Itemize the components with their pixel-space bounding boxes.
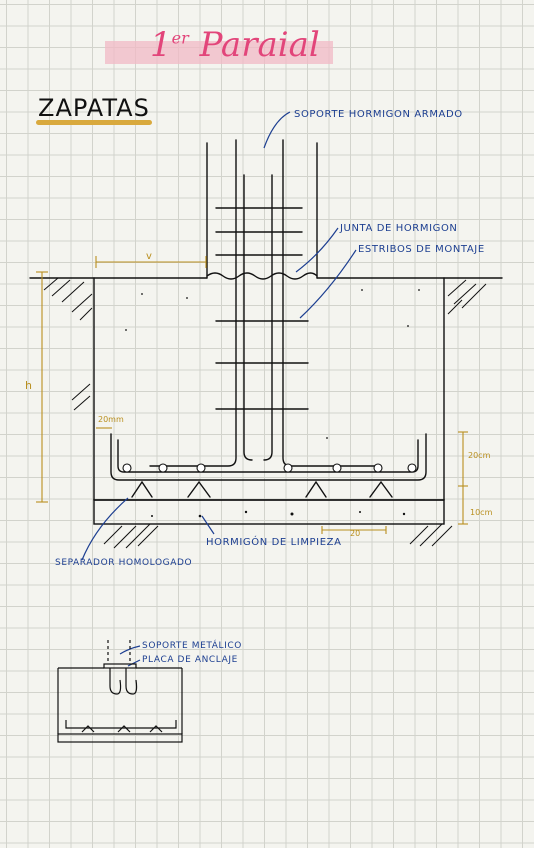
- rebar-vertical-4: [263, 174, 273, 461]
- label-junta: JUNTA DE HORMIGON: [340, 223, 458, 234]
- dim-20-label: 20: [350, 529, 361, 538]
- concrete-speckle: [125, 289, 420, 518]
- title-highlight: [105, 41, 333, 64]
- rebar-vertical-1: [149, 139, 237, 467]
- dim-v-label: v: [146, 251, 152, 262]
- rebar-vertical-3: [282, 139, 381, 467]
- bottom-mesh: [110, 433, 427, 481]
- label-estribos: ESTRIBOS DE MONTAJE: [358, 244, 485, 255]
- leader-placa: [127, 659, 141, 667]
- dim-cover-label: 20mm: [98, 415, 124, 424]
- bar-section: [122, 463, 132, 473]
- concrete-joint: [206, 272, 318, 280]
- leader-limpieza: [201, 515, 215, 535]
- base-plate-detail: [57, 640, 183, 743]
- bar-section: [332, 463, 342, 473]
- section-title: ZAPATAS: [38, 94, 150, 122]
- leader-soporte: [263, 111, 291, 149]
- leader-separador: [81, 497, 129, 561]
- bar-section: [407, 463, 417, 473]
- label-soporte-metalico: SOPORTE METÁLICO: [142, 641, 242, 651]
- blinding-layer: [93, 499, 445, 525]
- rebar-vertical-2: [243, 174, 253, 461]
- bar-section: [196, 463, 206, 473]
- section-underline: [36, 120, 152, 125]
- separator: [305, 480, 327, 498]
- label-hormigon-limpieza: HORMIGÓN DE LIMPIEZA: [206, 537, 342, 548]
- dimensions: [36, 256, 468, 534]
- leader-estribos: [299, 249, 357, 319]
- soil-hatch: [43, 277, 487, 549]
- separator: [369, 480, 393, 498]
- separator: [187, 480, 211, 498]
- label-soporte-hormigon: SOPORTE HORMIGON ARMADO: [294, 109, 463, 120]
- bar-section: [283, 463, 293, 473]
- dim-20cm-label: 20cm: [468, 451, 491, 460]
- leader-junta: [295, 227, 339, 273]
- separator: [131, 480, 153, 498]
- bar-section: [373, 463, 383, 473]
- label-separador: SEPARADOR HOMOLOGADO: [55, 558, 193, 568]
- dim-10cm-label: 10cm: [470, 508, 493, 517]
- label-placa-anclaje: PLACA DE ANCLAJE: [142, 655, 238, 665]
- bar-section: [158, 463, 168, 473]
- page-title: 1er Paraial: [150, 25, 320, 65]
- bottom-mesh-inner: [117, 439, 419, 473]
- dim-h-label: h: [25, 379, 32, 392]
- leader-lines: [81, 111, 357, 667]
